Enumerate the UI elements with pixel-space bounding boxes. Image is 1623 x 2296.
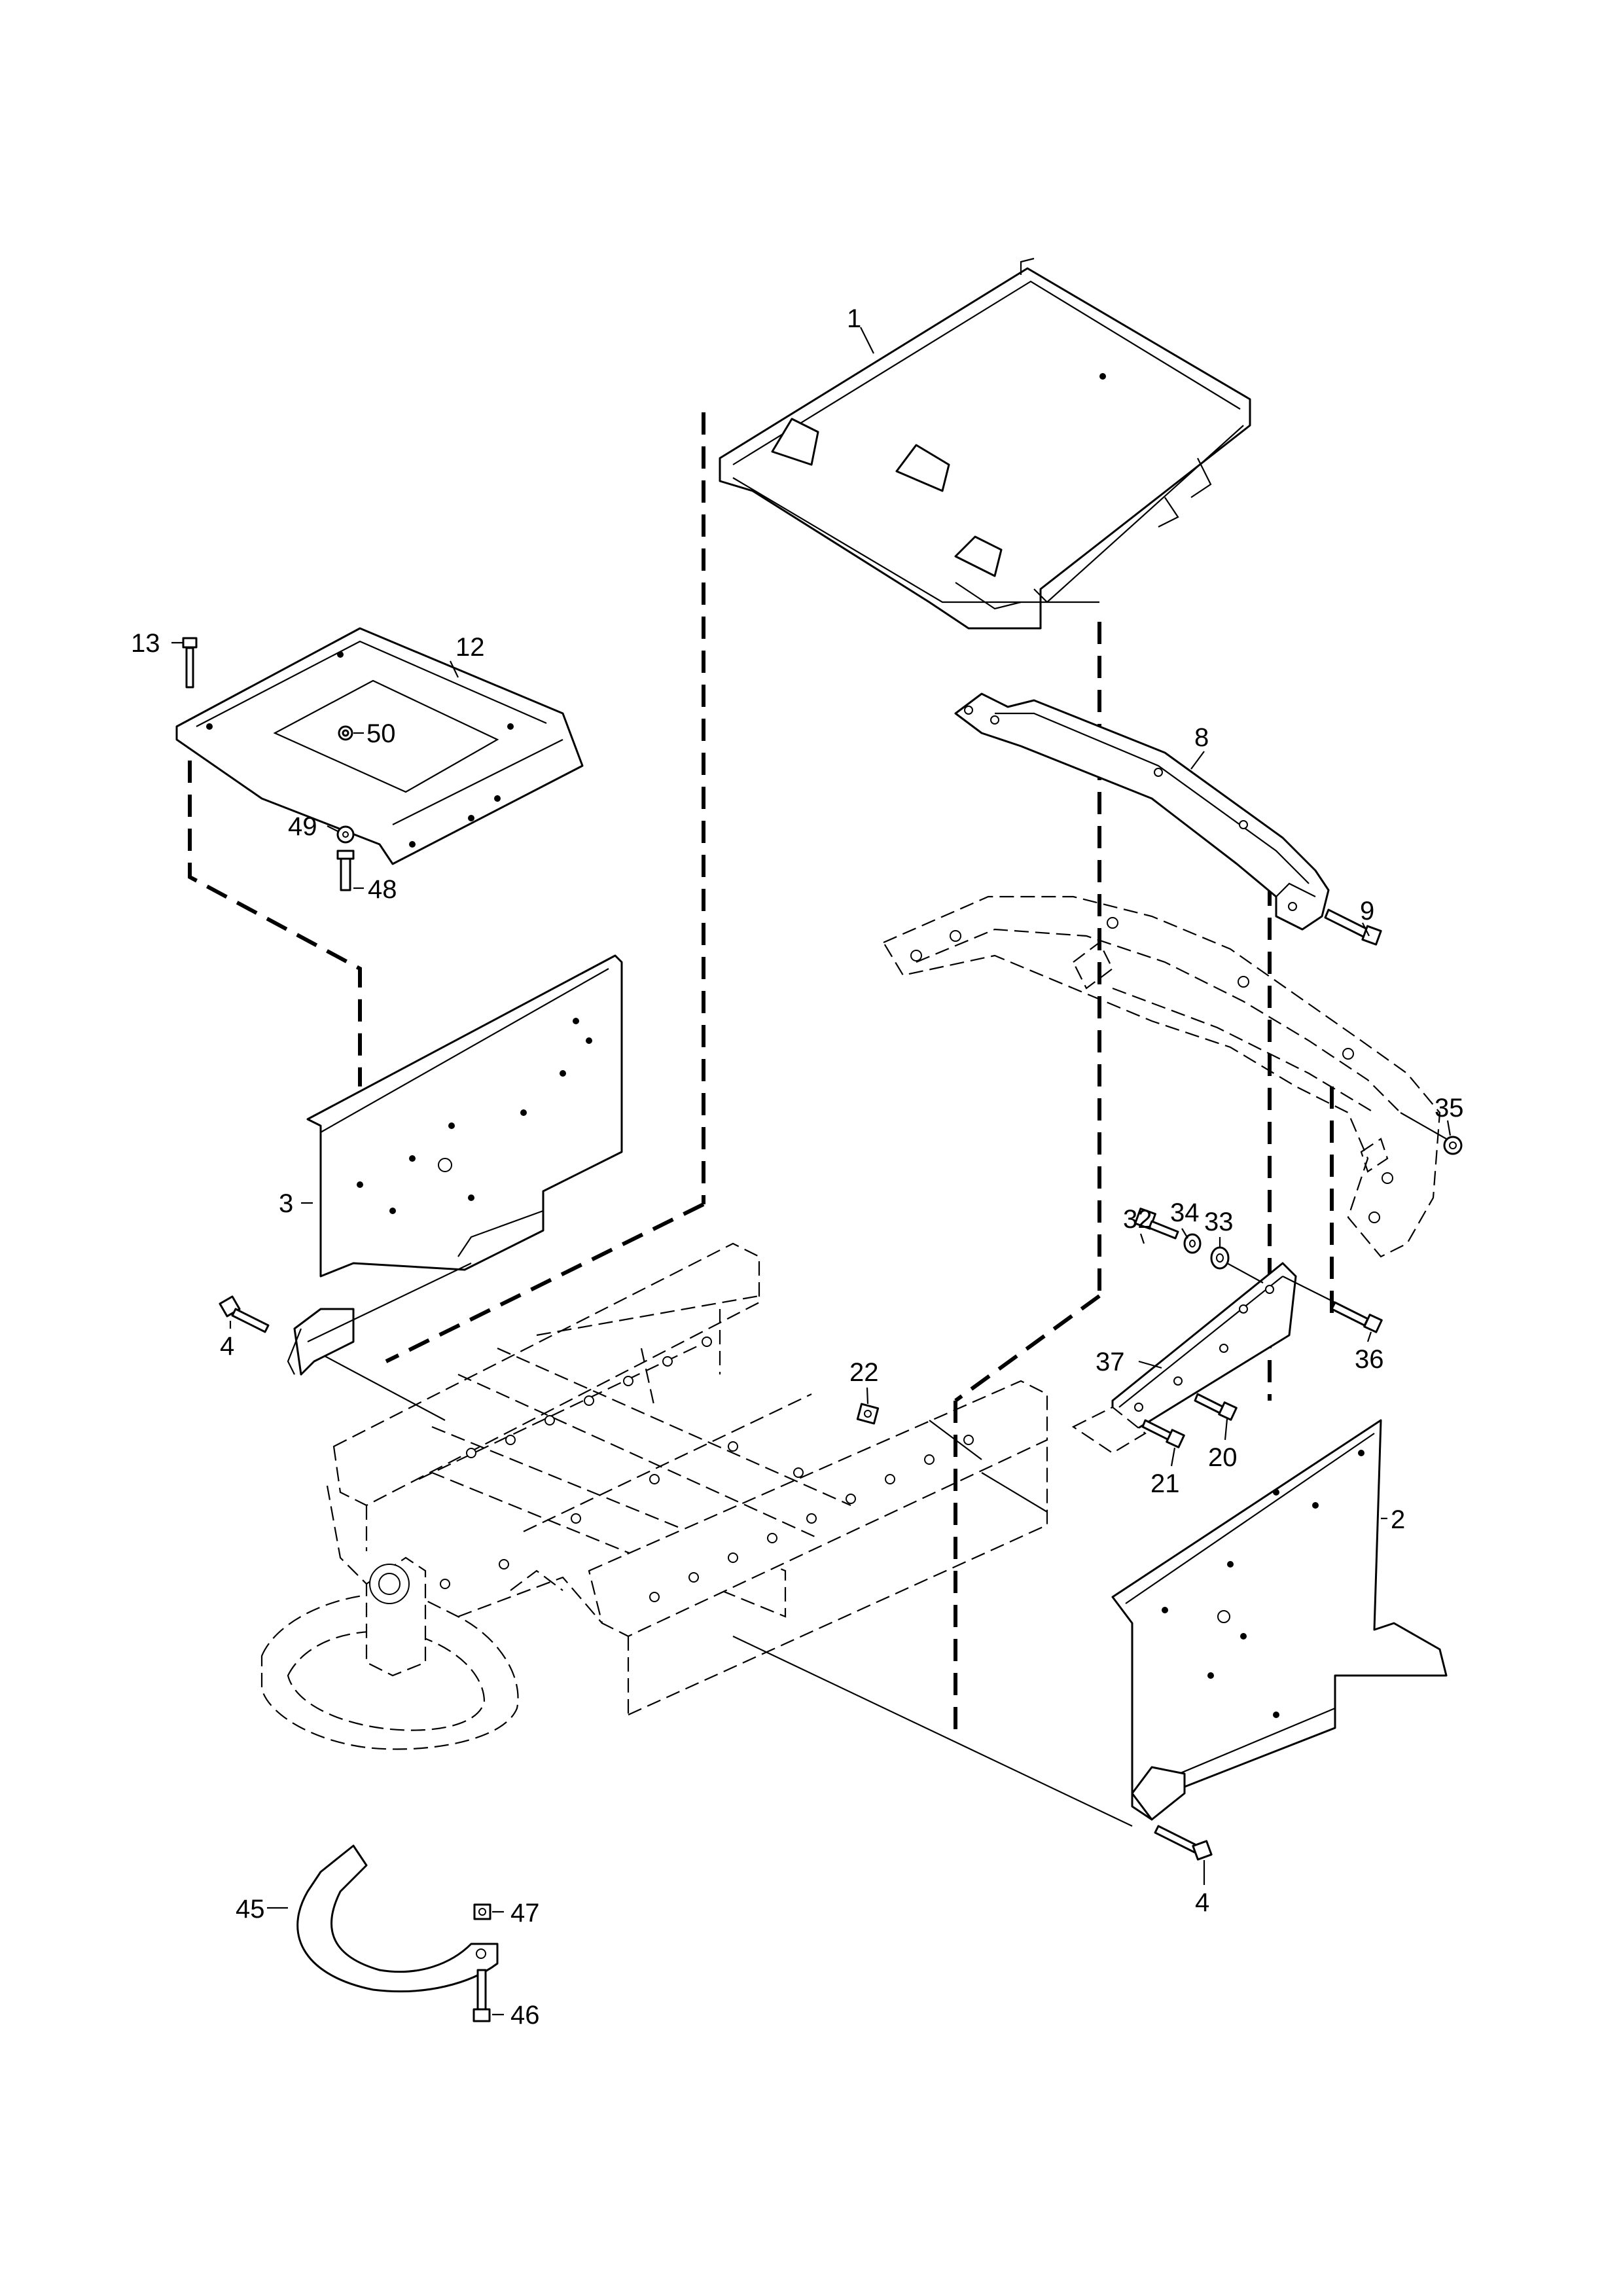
callout-8: 8 — [1194, 723, 1209, 752]
callout-9: 9 — [1360, 897, 1374, 925]
callout-37: 37 — [1096, 1348, 1125, 1376]
ghost-spacer — [1071, 1406, 1147, 1454]
callout-46: 46 — [510, 2001, 540, 2030]
callout-48: 48 — [368, 875, 397, 904]
callouts: 1 2 3 4 4 8 9 12 13 20 21 22 32 33 34 35… — [131, 304, 1464, 2030]
part-45-segment — [296, 1844, 499, 1993]
callout-21: 21 — [1150, 1469, 1180, 1498]
callout-13: 13 — [131, 629, 160, 658]
frame-holes — [440, 1336, 974, 1602]
callout-4-left: 4 — [220, 1332, 234, 1361]
callout-34: 34 — [1170, 1198, 1200, 1227]
part-8-bracket — [954, 692, 1330, 931]
callout-1: 1 — [847, 304, 861, 333]
callout-36: 36 — [1355, 1345, 1384, 1374]
bolt-4-left — [219, 1295, 270, 1333]
part-37-plate — [1111, 1262, 1297, 1441]
bolt-4-right — [1154, 1825, 1213, 1861]
ghost-frame — [260, 1242, 1048, 1750]
part-2-side-panel — [1111, 1419, 1448, 1821]
callout-49: 49 — [288, 812, 317, 841]
callout-50: 50 — [366, 719, 396, 748]
callout-22: 22 — [849, 1358, 879, 1387]
callout-47: 47 — [510, 1899, 540, 1928]
leaders — [171, 327, 1452, 2016]
bolt-13 — [182, 637, 198, 689]
callout-4-right: 4 — [1195, 1888, 1209, 1917]
callout-20: 20 — [1208, 1443, 1238, 1472]
callout-45: 45 — [236, 1895, 265, 1924]
callout-35: 35 — [1435, 1094, 1464, 1122]
callout-33: 33 — [1204, 1208, 1234, 1236]
callout-32: 32 — [1123, 1205, 1152, 1234]
part-3-side-panel — [287, 954, 623, 1376]
hardware — [182, 637, 1463, 2022]
part-1-floor-plate — [719, 257, 1251, 630]
part-12-cover — [175, 627, 584, 865]
callout-3: 3 — [279, 1189, 293, 1218]
ghost-fender — [882, 895, 1441, 1258]
callout-2: 2 — [1391, 1505, 1405, 1534]
callout-12: 12 — [455, 633, 485, 662]
